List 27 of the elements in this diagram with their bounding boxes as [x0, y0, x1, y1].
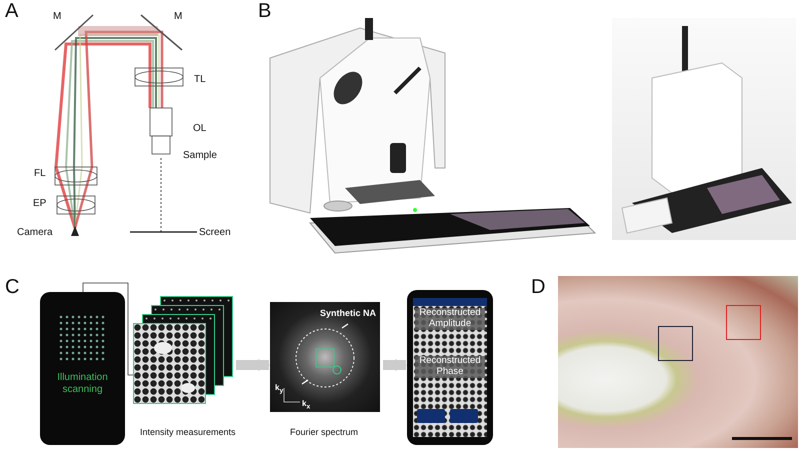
part-label: M — [174, 11, 182, 22]
node-label: Fourier spectrum — [290, 427, 358, 437]
arrow — [383, 359, 408, 371]
fourier-spectrum-image — [270, 302, 380, 412]
panel-letter: C — [5, 276, 20, 298]
part-label: TL — [194, 74, 206, 85]
screen-text: Reconstructed Amplitude — [415, 308, 485, 330]
axis-label: k$_{x}$ — [302, 400, 310, 411]
panel-letter: D — [531, 276, 546, 298]
axis-label: k$_{y}$ — [275, 384, 284, 395]
part-label: FL — [34, 168, 46, 179]
annotation-text: Synthetic NA — [320, 308, 376, 318]
screen-text: Illumination scanning — [56, 372, 109, 396]
part-label: OL — [193, 123, 206, 134]
part-label: Sample — [183, 150, 217, 161]
screen-text: Reconstructed Phase — [415, 356, 485, 378]
phone-screen — [407, 290, 493, 445]
panel-letter: B — [258, 0, 272, 22]
part-label: Camera — [17, 227, 53, 238]
arrow — [236, 359, 270, 371]
part-label: EP — [33, 198, 46, 209]
connector-line — [82, 282, 134, 376]
node-label: Intensity measurements — [140, 427, 236, 437]
phone-screen — [40, 292, 125, 445]
part-label: M — [53, 11, 62, 22]
panel-letter: A — [5, 0, 18, 22]
part-label: Screen — [199, 227, 231, 238]
